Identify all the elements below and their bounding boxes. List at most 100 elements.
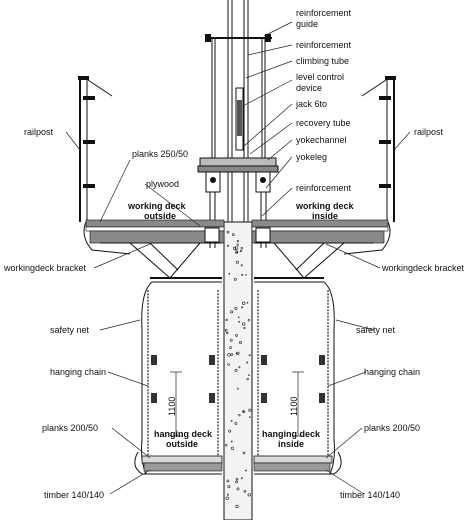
concrete-speckle xyxy=(235,504,239,509)
concrete-speckle xyxy=(227,363,230,366)
chain-clamp xyxy=(319,355,325,365)
concrete-wall xyxy=(223,221,253,521)
concrete-speckle xyxy=(248,374,250,377)
label-planks-top: planks 250/50 xyxy=(132,149,188,159)
label-level-control-1: level control xyxy=(296,72,344,82)
concrete-speckle xyxy=(226,493,229,496)
concrete-speckle xyxy=(230,446,235,450)
label-plywood: plywood xyxy=(146,179,179,189)
concrete-speckle xyxy=(226,479,230,483)
label-dim-left: 1100 xyxy=(167,397,177,416)
concrete-speckle xyxy=(242,322,246,326)
label-reinforcement-guide-2: guide xyxy=(296,19,318,29)
concrete-speckle xyxy=(235,260,239,264)
concrete-speckle xyxy=(241,306,244,309)
concrete-speckle xyxy=(229,346,232,349)
label-workingdeck-bracket-left: workingdeck bracket xyxy=(3,263,87,273)
concrete-speckle xyxy=(225,496,229,500)
concrete-speckle xyxy=(235,480,239,484)
concrete-speckle xyxy=(227,485,231,489)
concrete-speckle xyxy=(243,326,246,330)
dimension-left xyxy=(170,371,182,437)
concrete-speckle xyxy=(246,361,249,364)
label-workingdeck-bracket-right: workingdeck bracket xyxy=(381,263,465,273)
concrete-speckle xyxy=(236,251,238,253)
concrete-speckle xyxy=(239,340,243,344)
concrete-speckle xyxy=(225,318,228,322)
dimension-right xyxy=(292,371,304,437)
concrete-speckle xyxy=(246,301,249,304)
concrete-speckle xyxy=(233,246,237,250)
concrete-speckle xyxy=(234,306,238,310)
label-working-deck-outside-2: outside xyxy=(144,211,176,221)
concrete-speckle xyxy=(229,338,233,342)
concrete-speckle xyxy=(235,477,239,481)
level-control-device xyxy=(235,87,244,151)
concrete-speckle xyxy=(227,244,230,247)
concrete-speckle xyxy=(236,351,240,355)
concrete-speckle xyxy=(244,469,247,472)
concrete-speckle xyxy=(242,301,246,305)
concrete-speckle xyxy=(236,387,239,390)
label-timber-left: timber 140/140 xyxy=(44,490,104,500)
concrete-speckle xyxy=(247,319,251,322)
label-hanging-chain-left: hanging chain xyxy=(50,367,106,377)
concrete-speckle xyxy=(230,440,233,443)
concrete-speckle xyxy=(234,422,238,425)
label-railpost-left: railpost xyxy=(24,127,54,137)
chain-clamp xyxy=(261,393,267,403)
chain-clamp xyxy=(209,355,215,365)
label-working-deck-outside-1: working deck xyxy=(127,201,187,211)
label-dim-right: 1100 xyxy=(289,397,299,416)
concrete-speckle xyxy=(227,353,231,357)
concrete-speckle xyxy=(237,316,240,319)
concrete-speckle xyxy=(234,250,239,254)
label-railpost-right: railpost xyxy=(414,127,444,137)
hanging-deck-right xyxy=(253,451,342,475)
chain-clamp xyxy=(151,355,157,365)
workingdeck-bracket-left xyxy=(100,227,222,279)
concrete-speckle xyxy=(240,477,243,480)
concrete-speckle xyxy=(235,334,238,337)
working-deck-left xyxy=(83,219,225,255)
label-yokechannel: yokechannel xyxy=(296,135,347,145)
label-hanging-deck-outside-1: hanging deck xyxy=(154,429,213,439)
chain-clamp xyxy=(319,393,325,403)
label-planks-bottom-right: planks 200/50 xyxy=(364,423,420,433)
concrete-speckle xyxy=(226,230,230,234)
label-level-control-2: device xyxy=(296,83,322,93)
concrete-speckle xyxy=(235,352,238,355)
label-safety-net-left: safety net xyxy=(50,325,90,335)
concrete-speckle xyxy=(240,264,243,267)
concrete-speckle xyxy=(248,354,251,357)
concrete-speckle xyxy=(243,489,247,493)
label-hanging-chain-right: hanging chain xyxy=(364,367,420,377)
concrete-speckle xyxy=(239,249,243,253)
concrete-speckle xyxy=(226,331,229,335)
label-timber-right: timber 140/140 xyxy=(340,490,400,500)
chain-clamp xyxy=(151,393,157,403)
label-climbing-tube: climbing tube xyxy=(296,56,349,66)
label-jack: jack 6to xyxy=(295,99,327,109)
concrete-speckle xyxy=(236,487,240,491)
labels: reinforcement guide reinforcement climbi… xyxy=(3,8,465,500)
concrete-speckle xyxy=(224,328,228,332)
concrete-speckle xyxy=(230,419,233,422)
concrete-speckle xyxy=(228,429,232,433)
concrete-speckle xyxy=(236,240,239,243)
concrete-speckle xyxy=(246,378,249,381)
label-recovery-tube: recovery tube xyxy=(296,118,351,128)
working-deck-right xyxy=(251,219,391,255)
concrete-speckle xyxy=(248,416,251,419)
hanging-frame-left xyxy=(141,281,222,475)
label-hanging-deck-outside-2: outside xyxy=(166,439,198,449)
concrete-speckle xyxy=(238,414,241,417)
label-hanging-deck-inside-2: inside xyxy=(278,439,304,449)
concrete-speckle xyxy=(230,353,234,356)
concrete-speckle xyxy=(242,451,246,455)
concrete-speckle xyxy=(234,368,238,372)
concrete-speckle xyxy=(247,493,251,497)
railpost-right xyxy=(361,76,396,222)
concrete-speckle xyxy=(234,246,239,250)
